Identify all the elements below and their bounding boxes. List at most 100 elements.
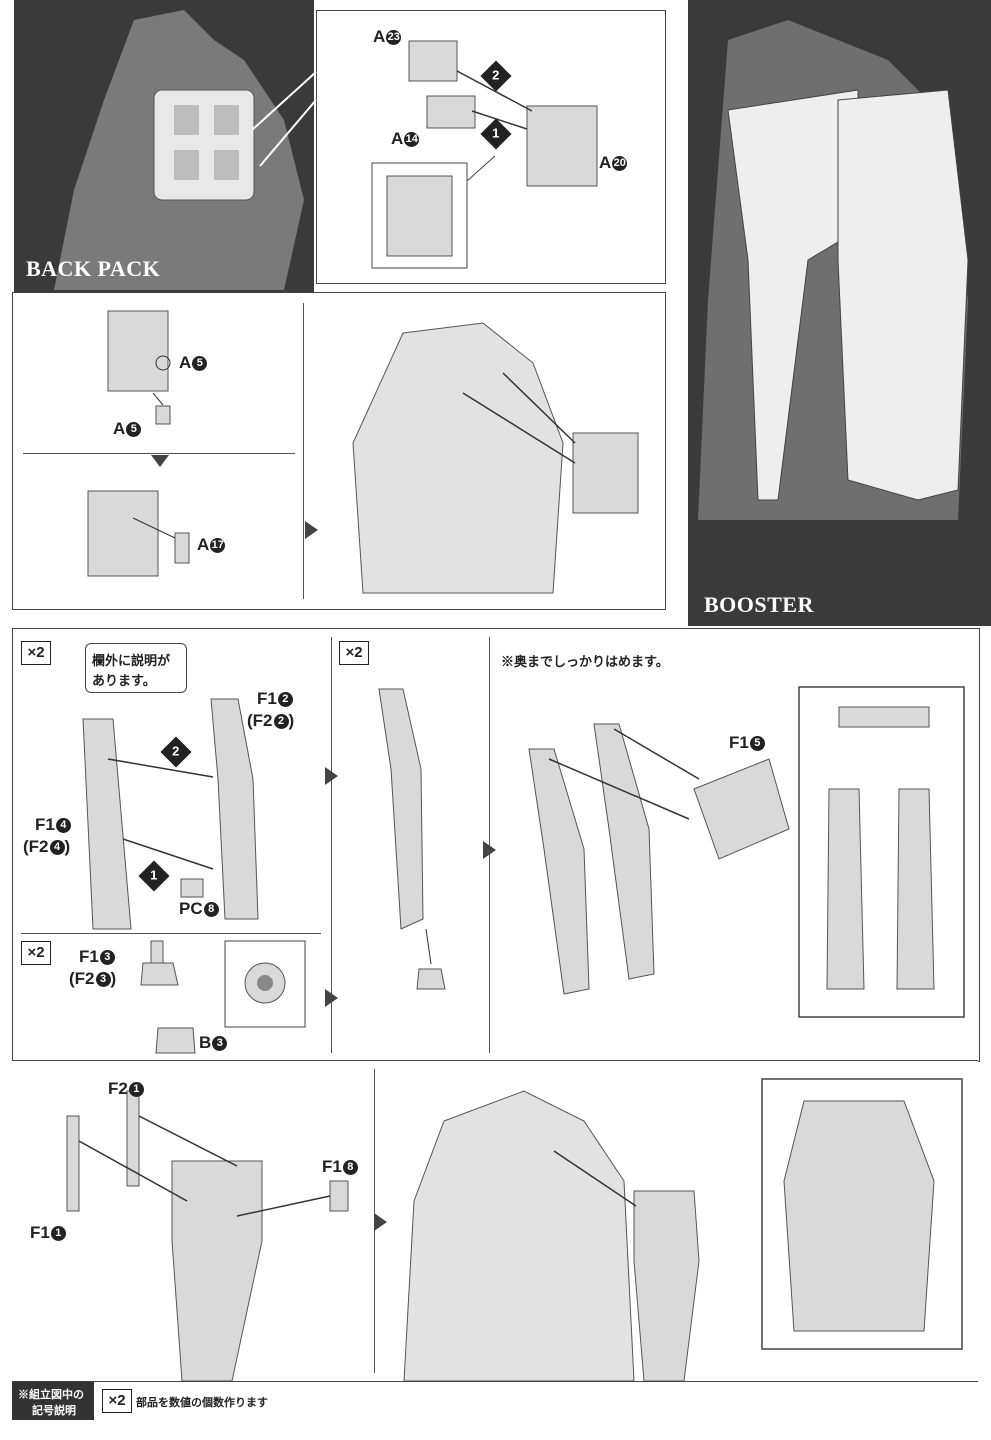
legend-title-box: ※組立図中の 記号説明 <box>12 1382 94 1420</box>
label-a14-text: A <box>391 129 404 148</box>
label-f1-1-text: F1 <box>30 1223 50 1242</box>
robot-photo-illustration <box>54 10 304 290</box>
label-f1-2-number: 2 <box>277 692 293 708</box>
x2-badge-1: ×2 <box>21 641 51 665</box>
label-a14-number: 14 <box>404 132 420 148</box>
backpack-parts-drawing <box>371 40 598 269</box>
label-a20-text: A <box>599 153 612 172</box>
robot-backpack-install-drawing <box>352 322 639 594</box>
callout-line <box>251 71 317 167</box>
label-b3-text: B <box>199 1033 212 1052</box>
down-arrow-indicator <box>151 455 169 467</box>
label-f1-3-number: 3 <box>99 950 115 966</box>
label-f1-4-text: F1 <box>35 815 55 834</box>
next-arrow-3 <box>325 989 338 1007</box>
vertical-divider <box>303 303 304 599</box>
label-f2-4-paren: ) <box>64 837 71 856</box>
outside-note-line2: あります。 <box>92 673 156 688</box>
divider-3 <box>21 933 321 934</box>
label-a5-top-text: A <box>179 353 192 372</box>
label-f2-3-text: (F2 <box>69 969 95 988</box>
label-a17-number: 17 <box>210 538 226 554</box>
assembled-booster-drawing <box>378 688 446 990</box>
legend-footer: ※組立図中の 記号説明 ×2 部品を数値の個数作ります <box>12 1382 272 1422</box>
label-a20-number: 20 <box>612 156 628 172</box>
nozzle-substep-drawing <box>140 940 306 1054</box>
label-f1-8-text: F1 <box>322 1157 342 1176</box>
legend-x2-text: 部品を数値の個数作ります <box>136 1397 268 1409</box>
legend-x2-badge: ×2 <box>102 1389 132 1413</box>
booster-title: BOOSTER <box>704 592 814 617</box>
divider-1 <box>331 637 332 1053</box>
label-a5-top-number: 5 <box>192 356 208 372</box>
label-f2-2-text: (F2 <box>247 711 273 730</box>
label-a5-bottom-number: 5 <box>126 422 142 438</box>
label-a5-bottom-text: A <box>113 419 126 438</box>
label-a23-text: A <box>373 27 386 46</box>
next-arrow-4 <box>483 841 496 859</box>
label-f2-2-number: 2 <box>273 714 289 730</box>
label-a17-text: A <box>197 535 210 554</box>
insert-note: ※奥までしっかりはめます。 <box>501 654 669 669</box>
label-f1-8-number: 8 <box>342 1160 358 1176</box>
booster-connect-drawing <box>528 686 965 1018</box>
booster-photo-panel: BOOSTER <box>688 0 991 626</box>
outside-note-line1: 欄外に説明が <box>92 653 171 668</box>
backpack-photo-panel: BACK PACK <box>14 0 314 292</box>
x2-badge-2: ×2 <box>21 941 51 965</box>
robot-booster-install-drawing <box>403 1078 963 1381</box>
booster-halves-drawing <box>82 698 259 930</box>
label-f2-3-paren: ) <box>110 969 117 988</box>
label-f2-1-number: 1 <box>128 1082 144 1098</box>
next-arrow-2 <box>325 767 338 785</box>
label-f2-2-paren: ) <box>288 711 295 730</box>
label-f1-5-number: 5 <box>749 736 765 752</box>
backpack-title: BACK PACK <box>26 256 161 281</box>
label-f1-3-text: F1 <box>79 947 99 966</box>
label-pc8-text: PC <box>179 899 203 918</box>
booster-pins-drawing <box>66 1090 349 1381</box>
next-arrow-5 <box>374 1213 387 1231</box>
horizontal-divider <box>23 453 295 454</box>
next-arrow-indicator <box>305 521 318 539</box>
backpack-substeps-drawing <box>87 310 190 577</box>
booster-photo-illustration <box>698 20 969 520</box>
label-f1-1-number: 1 <box>50 1226 66 1242</box>
label-a23-number: 23 <box>386 30 402 46</box>
label-f1-5-text: F1 <box>729 733 749 752</box>
label-f2-4-text: (F2 <box>23 837 49 856</box>
label-f2-4-number: 4 <box>49 840 65 856</box>
x2-badge-3: ×2 <box>339 641 369 665</box>
label-f1-2-text: F1 <box>257 689 277 708</box>
outside-note-bubble: 欄外に説明が あります。 <box>85 643 187 693</box>
label-f1-4-number: 4 <box>55 818 71 834</box>
label-f2-3-number: 3 <box>95 972 111 988</box>
label-pc8-number: 8 <box>203 902 219 918</box>
legend-title-line2: 記号説明 <box>32 1405 76 1417</box>
label-f2-1-text: F2 <box>108 1079 128 1098</box>
label-b3-number: 3 <box>212 1036 228 1052</box>
legend-title-line1: ※組立図中の <box>18 1389 84 1401</box>
